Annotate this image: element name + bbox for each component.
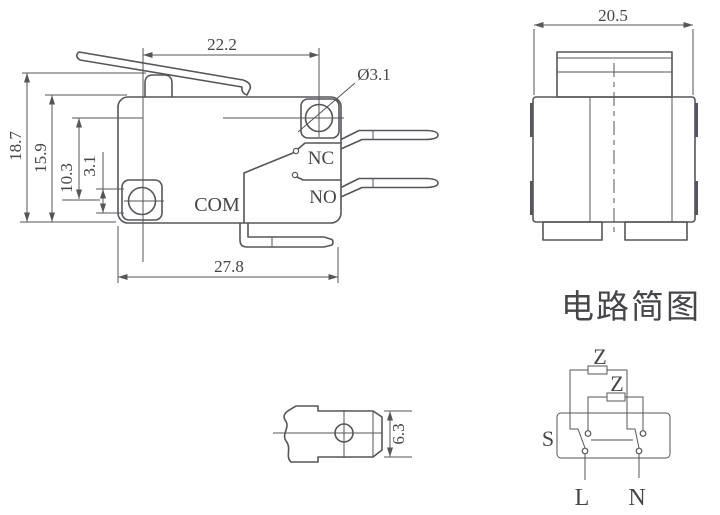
front-terminal-right — [624, 221, 688, 241]
circuit-title: 电路简图 — [561, 289, 701, 326]
wire-left-inner — [587, 396, 607, 431]
body-front-panel-lines — [589, 97, 673, 222]
com-label: COM — [194, 194, 240, 216]
plunger-button — [144, 74, 173, 98]
terminal-blade-outline — [283, 405, 383, 463]
no-contact-point — [291, 171, 299, 179]
switch-box — [556, 412, 671, 459]
impedance-top-symbol — [587, 365, 608, 375]
ext-lines-front-width — [533, 29, 694, 95]
neutral-terminal-label: N — [628, 485, 645, 511]
contact-upper-right — [639, 430, 647, 437]
top-mounting-hole — [304, 103, 334, 133]
dim-body-height-label: 15.9 — [31, 143, 50, 173]
front-view: 20.5 — [530, 6, 698, 241]
hole-diameter-label: Ø3.1 — [357, 65, 391, 84]
side-mount-tabs — [530, 103, 698, 215]
dim-lever-width-label: 22.2 — [207, 35, 237, 54]
side-view: 22.2 18.7 15.9 10.3 3.1 27.8 Ø3.1 NC NO … — [6, 35, 439, 283]
nc-label: NC — [308, 148, 334, 169]
bottom-mounting-hole — [127, 186, 157, 216]
dim-terminal-height-label: 6.3 — [389, 423, 408, 444]
switch-box-label: S — [542, 426, 554, 451]
no-label: NO — [309, 187, 336, 208]
lever-arm — [75, 51, 252, 96]
top-hole-boss — [300, 98, 340, 139]
switch-body-outline — [117, 96, 342, 224]
live-terminal-label: L — [575, 485, 590, 511]
contact-lower-right — [635, 447, 643, 455]
terminal-detail-view: 6.3 — [273, 405, 412, 463]
no-terminal — [341, 177, 439, 198]
impedance-bottom-symbol — [606, 392, 626, 402]
movable-blade — [243, 152, 294, 174]
nc-contact-plate — [297, 142, 342, 150]
dim-total-height-label: 18.7 — [6, 131, 25, 161]
impedance-top-label: Z — [593, 344, 606, 369]
com-terminal — [239, 222, 334, 248]
no-contact-plate — [296, 176, 342, 181]
wire-left-outer — [569, 369, 588, 449]
impedance-bottom-label: Z — [610, 371, 623, 396]
front-terminal-left — [542, 221, 603, 241]
dim-body-width-label: 27.8 — [214, 257, 244, 276]
dim-front-width-label: 20.5 — [598, 6, 628, 25]
circuit-diagram: 电路简图 Z Z S L N — [542, 289, 701, 511]
nc-contact-point — [292, 147, 300, 155]
wires-to-terminals — [584, 453, 640, 480]
wire-right-inner — [625, 396, 644, 431]
dim-hole-spacing-label: 10.3 — [57, 163, 76, 193]
ext-lines-hole-diameter — [96, 188, 124, 214]
terminal-hole — [334, 423, 354, 443]
contact-upper-left — [584, 430, 592, 437]
contact-lower-left — [581, 447, 589, 455]
bottom-hole-boss — [121, 179, 163, 221]
nc-terminal — [341, 129, 439, 150]
dim-hole-offset-label: 3.1 — [80, 155, 99, 176]
wire-right-outer — [607, 369, 640, 449]
